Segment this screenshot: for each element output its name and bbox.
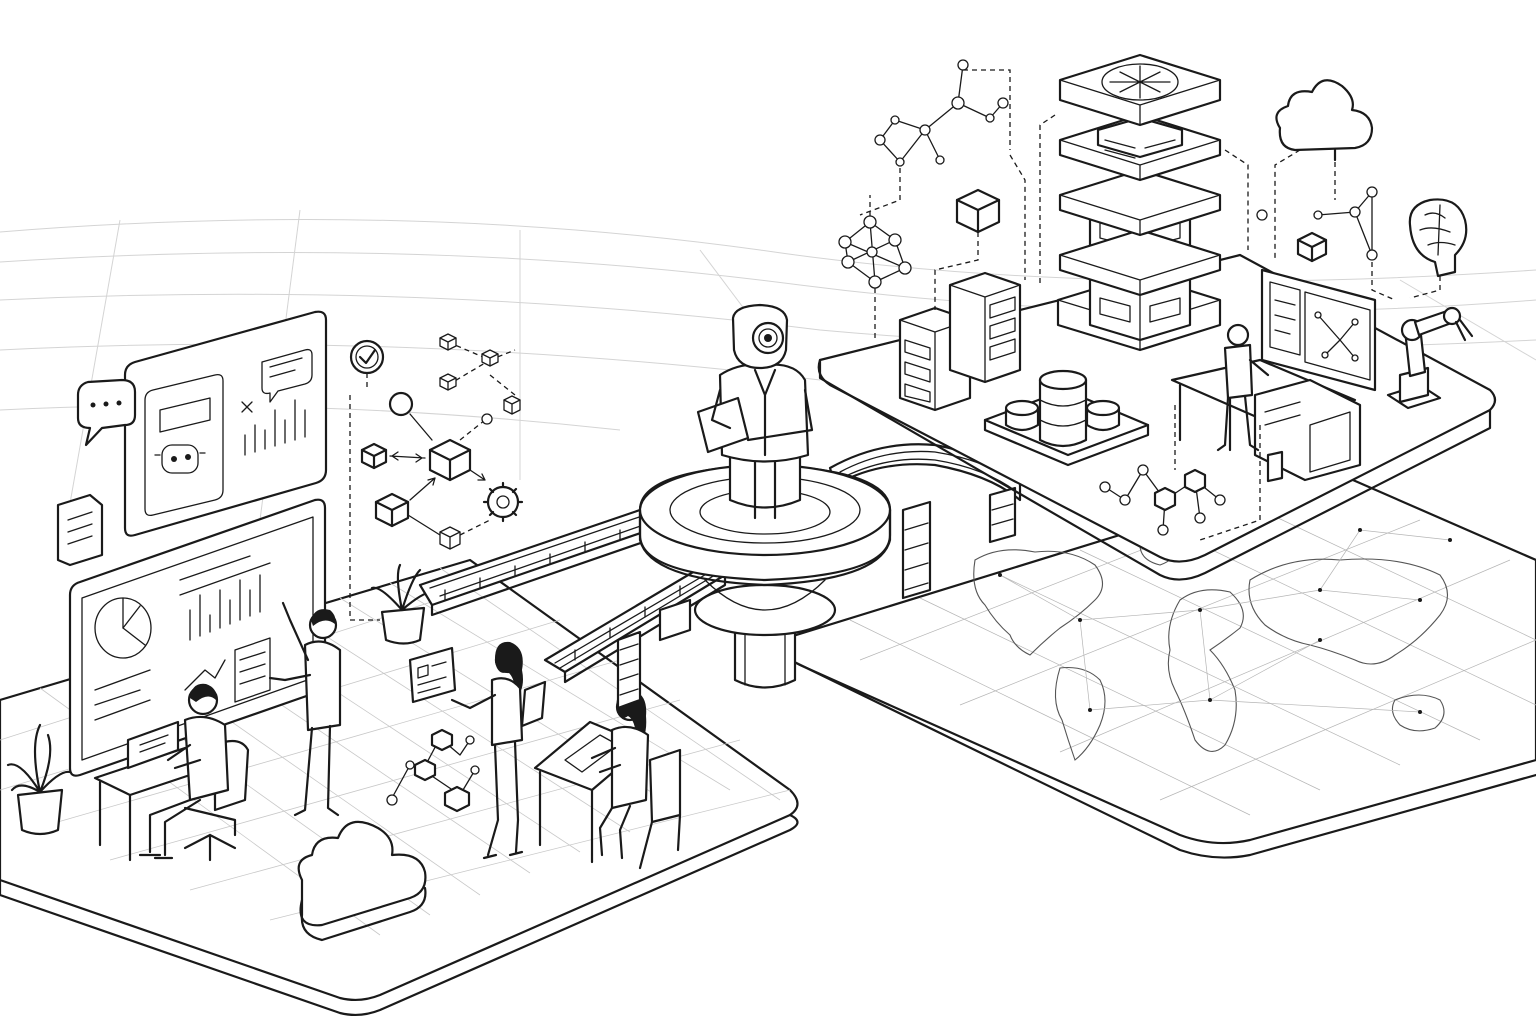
network-nodes	[386, 728, 480, 813]
world-map-platform	[776, 468, 1536, 859]
server-rack-icon	[1056, 53, 1222, 352]
network-nodes	[1099, 464, 1226, 536]
plant-icon	[370, 563, 437, 645]
chatbot-board	[123, 310, 328, 537]
presenter-woman-with-clipboard	[450, 641, 547, 860]
database-icon	[983, 369, 1150, 467]
cube-icon	[439, 333, 457, 351]
document-icon	[56, 493, 104, 567]
server-rack-icon	[948, 271, 1022, 384]
chatbot-icon	[154, 444, 206, 474]
plant-icon	[6, 723, 72, 836]
ai-robot-figure	[696, 303, 814, 520]
cube-icon	[428, 438, 472, 482]
checkmark-icon	[349, 339, 385, 375]
central-hub-platform	[638, 463, 892, 689]
seated-analyst-at-laptop	[93, 683, 250, 862]
bar-chart-icon	[189, 574, 261, 641]
workflow-diagram	[349, 333, 524, 621]
brain-icon	[1101, 63, 1179, 101]
cube-icon	[360, 442, 388, 470]
connection-dashes	[1039, 114, 1261, 541]
network-triangle	[1256, 149, 1441, 301]
presenter-man	[268, 601, 342, 817]
cube-icon	[439, 373, 457, 391]
brain-icon	[1408, 198, 1468, 278]
cube-icon	[934, 188, 1001, 310]
molecule-network	[838, 195, 912, 340]
bridge-walkways	[418, 443, 1022, 710]
cloud-icon	[297, 820, 427, 942]
cloud-icon	[1275, 79, 1374, 162]
world-map-icon	[973, 528, 1452, 761]
network-nodes	[859, 59, 1026, 280]
speech-bubble-icon	[261, 348, 313, 403]
speech-bubble-icon	[76, 378, 137, 447]
cube-icon	[481, 349, 499, 367]
cube-icon	[503, 395, 521, 415]
cube-icon	[1296, 231, 1328, 263]
info-card	[408, 646, 457, 704]
robot-arm-icon	[1386, 306, 1474, 410]
pie-chart-icon	[94, 597, 152, 659]
cube-icon	[374, 492, 410, 528]
bar-chart-icon	[244, 399, 306, 456]
cube-icon	[439, 526, 461, 550]
gear-icon	[482, 481, 524, 523]
monitoring-workstation	[1170, 268, 1377, 483]
